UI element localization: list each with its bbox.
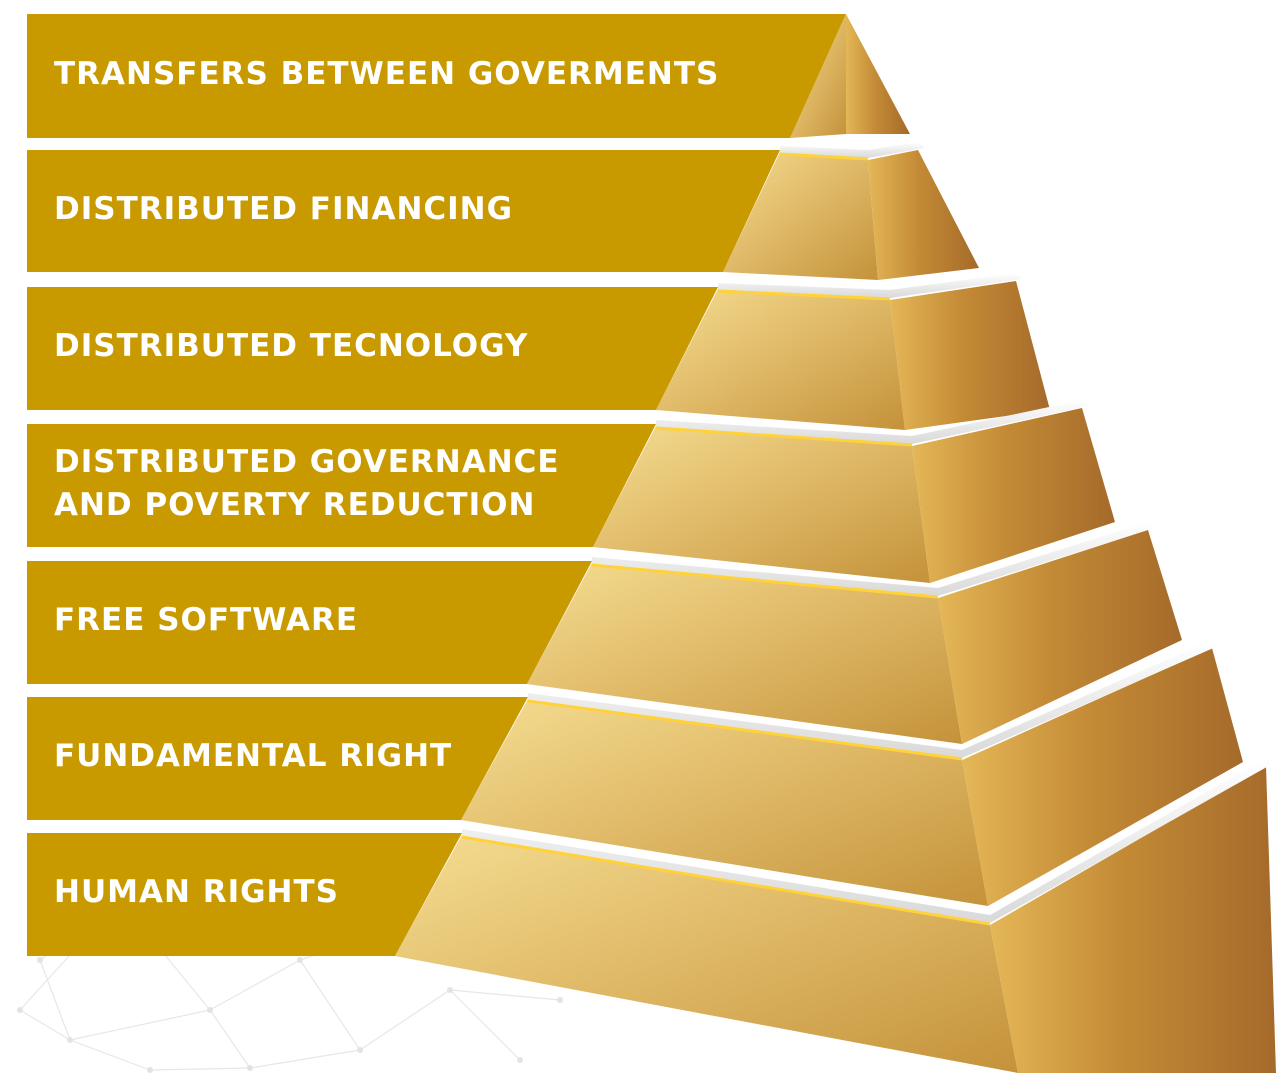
pyramid-right-face <box>938 530 1182 744</box>
network-node <box>447 987 453 993</box>
layer-label: TRANSFERS BETWEEN GOVERMENTS <box>54 53 719 96</box>
tier-edge-highlight <box>655 426 913 447</box>
network-line <box>209 1009 251 1069</box>
network-node <box>297 957 303 963</box>
network-line <box>19 1009 71 1041</box>
network-node <box>17 1007 23 1013</box>
layer-label: DISTRIBUTED TECNOLOGY <box>54 325 528 368</box>
network-node <box>37 957 43 963</box>
pyramid-right-face <box>890 281 1050 430</box>
layer-label-line: DISTRIBUTED FINANCING <box>54 191 514 227</box>
pyramid-left-face <box>656 289 905 430</box>
layer-band <box>27 287 718 410</box>
network-line <box>449 989 561 1001</box>
network-node <box>67 1037 73 1043</box>
network-node <box>247 1065 253 1071</box>
layer-band <box>27 833 462 956</box>
pyramid-left-face <box>723 152 878 280</box>
network-line <box>209 959 301 1011</box>
network-line <box>449 989 521 1061</box>
layer-label-line: AND POVERTY REDUCTION <box>54 487 536 523</box>
tier-edge-highlight <box>779 152 869 161</box>
network-node <box>357 1047 363 1053</box>
network-line <box>359 989 451 1051</box>
layer-band <box>27 561 592 684</box>
tier-edge-highlight <box>461 835 991 926</box>
layer-label: FREE SOFTWARE <box>54 599 358 642</box>
tier-separator <box>780 142 924 158</box>
layer-label: FUNDAMENTAL RIGHT <box>54 735 452 778</box>
layer-band <box>27 424 656 547</box>
layer-label: DISTRIBUTED FINANCING <box>54 188 513 231</box>
layer-band <box>27 697 528 820</box>
pyramid-left-face <box>461 699 988 906</box>
network-node <box>207 1007 213 1013</box>
network-line <box>39 959 71 1041</box>
network-node <box>517 1057 523 1063</box>
layer-label-line: DISTRIBUTED TECNOLOGY <box>54 328 529 364</box>
network-line <box>69 1039 151 1071</box>
tier-separator <box>528 640 1218 758</box>
tier-edge-highlight <box>527 699 963 761</box>
tier-separator <box>718 273 1022 298</box>
layer-label: DISTRIBUTED GOVERNANCE AND POVERTY REDUCT… <box>54 441 560 527</box>
layer-label-line: FREE SOFTWARE <box>54 602 359 638</box>
pyramid-left-face <box>395 835 1018 1073</box>
network-line <box>69 1009 211 1041</box>
layer-label: HUMAN RIGHTS <box>54 871 339 914</box>
network-line <box>149 1067 251 1071</box>
tier-edge-highlight <box>717 289 891 301</box>
layer-label-line: FUNDAMENTAL RIGHT <box>54 738 453 774</box>
pyramid-right-face <box>846 14 910 134</box>
pyramid-left-face <box>527 563 962 744</box>
layer-label-line: DISTRIBUTED GOVERNANCE <box>54 444 560 480</box>
layer-band <box>27 14 846 138</box>
network-line <box>249 1049 361 1069</box>
pyramid-right-face <box>962 648 1243 906</box>
layer-label-line: HUMAN RIGHTS <box>54 874 339 910</box>
layer-label-line: TRANSFERS BETWEEN GOVERMENTS <box>54 56 720 92</box>
network-node <box>147 1067 153 1073</box>
pyramid-right-face <box>868 150 979 280</box>
tier-edge-highlight <box>591 563 939 599</box>
pyramid-left-face <box>593 426 930 583</box>
pyramid-right-face <box>912 408 1115 583</box>
network-line <box>299 959 361 1051</box>
layer-band <box>27 150 780 272</box>
tier-separator <box>656 400 1088 444</box>
network-node <box>557 997 563 1003</box>
pyramid-right-face <box>990 766 1276 1073</box>
